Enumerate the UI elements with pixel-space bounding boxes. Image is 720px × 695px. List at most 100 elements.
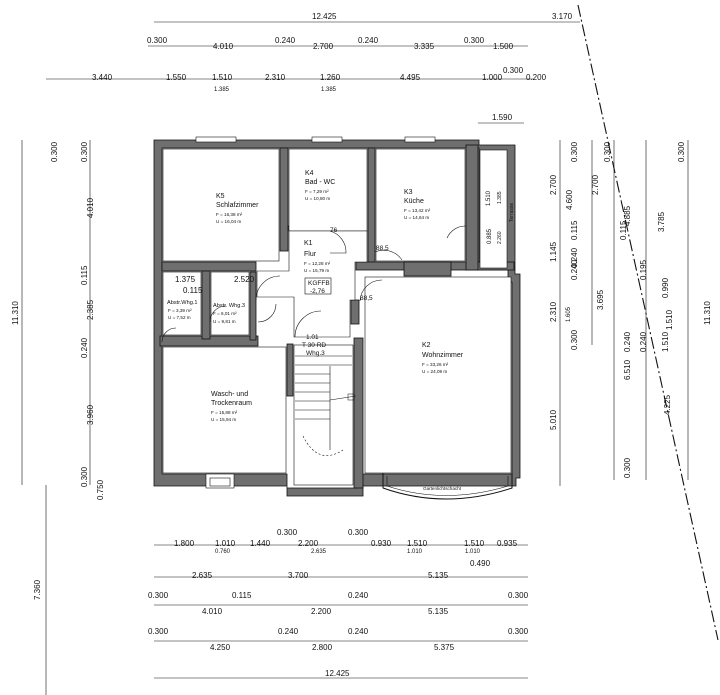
dim-bot-r1-6: 1.510 — [464, 539, 485, 548]
dim-left-o2: 0.115 — [80, 265, 89, 285]
dim-bot-r6-2: 5.375 — [434, 643, 455, 652]
dim-top-r3-4: 1.260 — [320, 73, 341, 82]
staircase — [295, 355, 357, 456]
dim-bot-r1-0: 1.800 — [174, 539, 195, 548]
dim-right-c4-3: 4.885 — [623, 205, 632, 226]
dim-top-r3-6: 1.000 — [482, 73, 503, 82]
room-perim-abstr3: U = 9,81 m — [213, 319, 236, 324]
dim-right-c2-1: 4.600 — [565, 189, 574, 210]
dim-left-i2: 0.115 — [183, 286, 203, 295]
dim-left-e1: 7.360 — [33, 579, 42, 600]
room-name2-wasch: Trockenraum — [211, 400, 252, 407]
dim-right-c4-5: 4.225 — [663, 394, 672, 415]
room-area-k3: F = 13,42 m² — [404, 208, 431, 213]
dim-right-c2-6: 0.240 — [623, 331, 632, 352]
dim-right-c4-7: 0.300 — [623, 457, 632, 478]
dim-top-r3-3: 2.310 — [265, 73, 286, 82]
level-76: 76 — [330, 227, 338, 234]
room-perim-wasch: U = 15,94 m — [211, 417, 236, 422]
room-code-k1: K1 — [304, 240, 313, 247]
room-area-k2: F = 33,26 m² — [422, 362, 449, 367]
room-perim-k3: U = 14,64 m — [404, 215, 429, 220]
dim-bot-r1-5: 1.510 — [407, 539, 428, 548]
dim-top-r2-4: 0.240 — [358, 36, 379, 45]
dim-right-c2-3: 0.300 — [570, 329, 579, 350]
terrasse-label: Terrasse — [509, 203, 515, 222]
room-name-wasch: Wasch- und — [211, 391, 248, 398]
dim-right-c4-6: 0.240 — [639, 331, 648, 352]
dim-bot-r1sub-0: 0.760 — [215, 549, 231, 555]
dim-right-c2-4: 3.695 — [596, 289, 605, 310]
dim-top-r3-sub-0: 1.385 — [214, 87, 230, 93]
dim-right-c5-4: 11.310 — [703, 301, 712, 325]
kgffb-value: -2,76 — [310, 288, 325, 295]
dim-left-i0: 1.375 — [175, 275, 196, 284]
dim-top-r3-1: 1.550 — [166, 73, 187, 82]
light-well — [382, 473, 513, 500]
dim-bot-r2-2: 5.135 — [428, 571, 449, 580]
dim-top-total: 12.425 — [312, 12, 337, 21]
dim-right-c4-4: 1.510 — [665, 309, 674, 330]
dim-bot-total: 12.425 — [325, 669, 350, 678]
dim-bot-r3-2: 0.240 — [348, 591, 369, 600]
dim-bot-r1-3: 2.200 — [298, 539, 319, 548]
dim-bot-r1-1: 1.010 — [215, 539, 236, 548]
room-name-k4: Bad - WC — [305, 179, 335, 186]
room-name-k3: Küche — [404, 198, 424, 205]
room-perim-k5: U = 16,04 m — [216, 219, 241, 224]
room-perim-k4: U = 10,80 m — [305, 196, 330, 201]
dim-left-o3: 2.385 — [86, 299, 95, 320]
dim-top-right: 3.170 — [552, 12, 573, 21]
dim-bot-r1-2: 1.440 — [250, 539, 271, 548]
dim-bot-r3-1: 0.115 — [232, 591, 252, 600]
dim-right-c4-0: 0.300 — [603, 141, 612, 162]
dim-right-c1-2: 2.310 — [549, 301, 558, 322]
dim-right-c2-5: 6.510 — [623, 359, 632, 380]
door-number: 1.01 — [306, 334, 319, 341]
dim-top-r2-5: 3.335 — [414, 42, 435, 51]
dim-right-c5-0: 0.300 — [677, 141, 686, 162]
dim-left-o1: 4.010 — [86, 197, 95, 218]
room-code-k3: K3 — [404, 189, 413, 196]
inner-dim-0885: 0.885 — [487, 228, 493, 244]
room-area-k1: F = 12,28 m² — [304, 261, 331, 266]
dim-bot-r2-0: 2.635 — [192, 571, 213, 580]
dim-top-r2-6: 0.300 — [464, 36, 485, 45]
dim-top-r2-3: 2.700 — [313, 42, 334, 51]
room-code-k4: K4 — [305, 170, 314, 177]
dim-top-r3-sub-1: 1.385 — [321, 87, 337, 93]
dim-bot-r6-0: 4.250 — [210, 643, 231, 652]
room-area-abstr1: F = 3,39 m² — [168, 308, 192, 313]
level-885-lower: 88,5 — [360, 295, 373, 302]
room-perim-abstr1: U = 7,52 m — [168, 315, 191, 320]
dim-bot-r1sub-3: 1.010 — [465, 549, 481, 555]
dim-left-o6: 0.300 — [80, 466, 89, 487]
dim-right-c3-1: 0.115 — [570, 220, 579, 240]
dim-bot-r1sub-2: 1.010 — [407, 549, 423, 555]
dim-top-terrace: 1.590 — [492, 113, 513, 122]
room-name-abstr1: Abstr.Whg.1 — [167, 300, 197, 306]
room-perim-k1: U = 15,79 m — [304, 268, 329, 273]
dim-bot-r1top-1: 0.300 — [348, 528, 369, 537]
room-area-k5: F = 16,38 m² — [216, 212, 243, 217]
kgffb-label: KGFFB — [308, 280, 330, 287]
dim-bot-r5-3: 0.300 — [508, 627, 529, 636]
room-code-k2: K2 — [422, 342, 431, 349]
dim-top-r3-7: 0.300 — [503, 66, 524, 75]
room-name-k1: Flur — [304, 251, 317, 258]
dim-bot-r6-1: 2.800 — [312, 643, 333, 652]
room-name-abstr3: Abstr. Whg.3 — [213, 303, 245, 309]
dim-top-r3-2: 1.510 — [212, 73, 233, 82]
dim-right-c1-sub: 1.605 — [566, 306, 572, 322]
room-name-k2: Wohnzimmer — [422, 352, 464, 359]
dim-right-c4-1: 0.115 — [619, 220, 628, 240]
dim-left-o4: 0.240 — [80, 337, 89, 358]
dim-bot-r1sub-1: 2.635 — [311, 549, 327, 555]
dim-bot-r5-1: 0.240 — [278, 627, 299, 636]
level-885-upper: 88,5 — [376, 245, 389, 252]
dim-top-r3-5: 4.495 — [400, 73, 421, 82]
dim-top-r2-7: 1.500 — [493, 42, 514, 51]
dim-right-c4-2: 0.195 — [639, 259, 648, 280]
inner-dim-1385: 1.385 — [497, 191, 503, 204]
dim-right-c5-3: 1.510 — [661, 331, 670, 352]
